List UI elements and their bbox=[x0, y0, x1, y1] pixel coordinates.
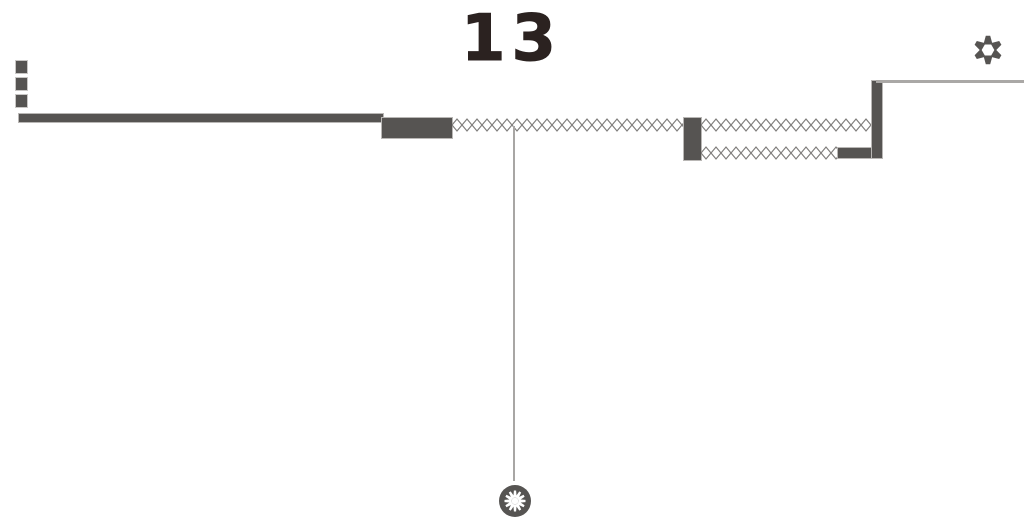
upper-chain-left bbox=[452, 118, 684, 132]
square-chip-icon bbox=[15, 94, 28, 108]
right-thin-rule bbox=[876, 80, 1024, 83]
lower-chain bbox=[701, 146, 839, 160]
block-b bbox=[683, 117, 702, 161]
square-chip-icon bbox=[15, 77, 28, 91]
square-chip-icon bbox=[15, 60, 28, 74]
pendant-line bbox=[513, 126, 515, 481]
right-elbow-riser bbox=[871, 80, 883, 159]
upper-chain-right bbox=[701, 118, 876, 132]
block-a bbox=[381, 117, 453, 139]
page-title: 13 bbox=[460, 2, 563, 76]
flower-icon bbox=[971, 33, 1005, 67]
chip-stack bbox=[0, 0, 60, 140]
starburst-node bbox=[498, 484, 532, 518]
left-rail bbox=[18, 113, 384, 123]
